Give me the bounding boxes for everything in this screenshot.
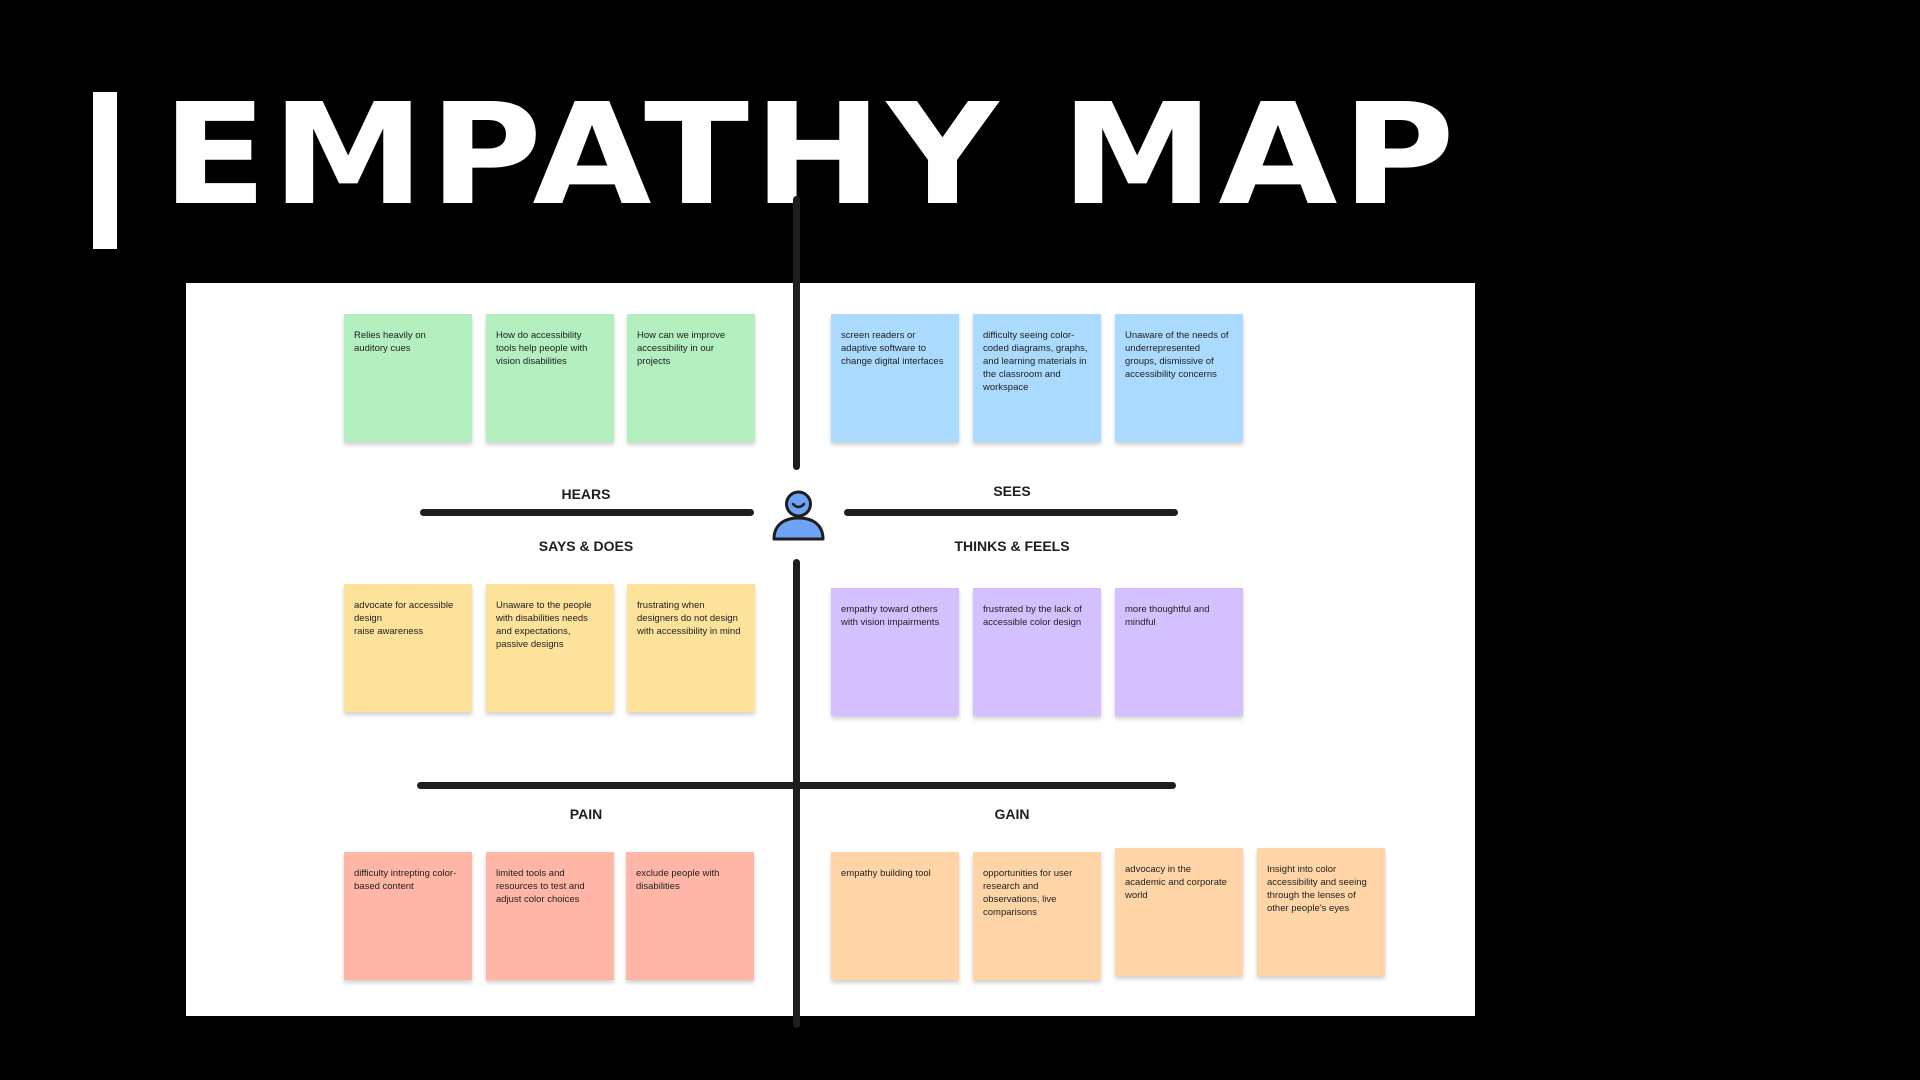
gain-note-3[interactable]: advocacy in the academic and corporate w…: [1115, 848, 1243, 976]
says-does-label: SAYS & DOES: [538, 538, 634, 554]
gain-note-4[interactable]: Insight into color accessibility and see…: [1257, 848, 1385, 976]
gain-label: GAIN: [994, 806, 1030, 822]
empathy-map-board: Relies heavily on auditory cues How do a…: [186, 283, 1475, 1016]
sees-note-3[interactable]: Unaware of the needs of underrepresented…: [1115, 314, 1243, 442]
vertical-axis-bottom: [793, 559, 800, 1028]
hears-note-1[interactable]: Relies heavily on auditory cues: [344, 314, 472, 442]
gain-note-2[interactable]: opportunities for user research and obse…: [973, 852, 1101, 980]
says-does-note-2[interactable]: Unaware to the people with disabilities …: [486, 584, 614, 712]
title-accent-bar: [93, 92, 117, 249]
thinks-feels-note-2[interactable]: frustrated by the lack of accessible col…: [973, 588, 1101, 716]
horizontal-divider-left: [420, 509, 754, 516]
sees-note-1[interactable]: screen readers or adaptive software to c…: [831, 314, 959, 442]
pain-note-3[interactable]: exclude people with disabilities: [626, 852, 754, 980]
says-does-note-1[interactable]: advocate for accessible design raise awa…: [344, 584, 472, 712]
pain-note-2[interactable]: limited tools and resources to test and …: [486, 852, 614, 980]
sees-note-2[interactable]: difficulty seeing color-coded diagrams, …: [973, 314, 1101, 442]
gain-note-1[interactable]: empathy building tool: [831, 852, 959, 980]
horizontal-divider-right: [844, 509, 1178, 516]
thinks-feels-note-3[interactable]: more thoughtful and mindful: [1115, 588, 1243, 716]
person-icon: [772, 490, 825, 541]
hears-label: HEARS: [561, 486, 611, 502]
thinks-feels-note-1[interactable]: empathy toward others with vision impair…: [831, 588, 959, 716]
horizontal-divider-pain-gain: [417, 782, 1176, 789]
hears-note-3[interactable]: How can we improve accessibility in our …: [627, 314, 755, 442]
thinks-feels-label: THINKS & FEELS: [954, 538, 1070, 554]
pain-label: PAIN: [569, 806, 603, 822]
vertical-axis-top: [793, 196, 800, 470]
pain-note-1[interactable]: difficulty intrepting color-based conten…: [344, 852, 472, 980]
hears-note-2[interactable]: How do accessibility tools help people w…: [486, 314, 614, 442]
page-title: EMPATHY MAP: [162, 74, 1460, 237]
says-does-note-3[interactable]: frustrating when designers do not design…: [627, 584, 755, 712]
sees-label: SEES: [993, 483, 1031, 499]
